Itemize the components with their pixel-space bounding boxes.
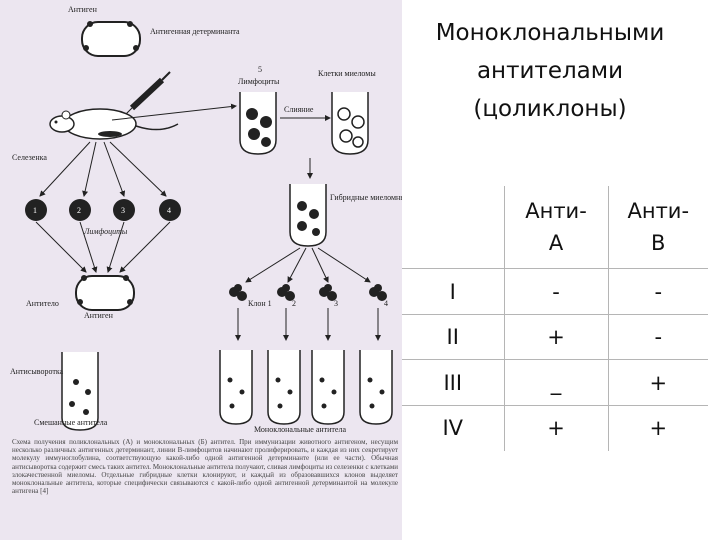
row-label-cell: I	[402, 269, 504, 315]
lymphocyte-number: 2	[77, 206, 81, 215]
monoclonal-tubes	[220, 350, 392, 424]
table-row: II + -	[402, 314, 708, 360]
lymphocyte-number: 4	[167, 206, 171, 215]
table-row: IV + +	[402, 405, 708, 451]
number-five-label: 5	[258, 65, 262, 74]
results-table: Анти- А Анти- В I - - II + - III _ + IV …	[402, 186, 708, 451]
antibody-production-figure: Антиген Антигенная детерминанта Селезенк…	[0, 0, 402, 540]
antigen-top-label: Антиген	[68, 5, 98, 14]
row-label-cell: IV	[402, 405, 504, 451]
table-row: I - -	[402, 269, 708, 315]
monoclonal-antibodies-label: Моноклональные антитела	[254, 425, 346, 434]
lymphocytes-top-label: Лимфоциты	[238, 77, 280, 86]
myeloma-cells-label: Клетки миеломы	[318, 69, 376, 78]
fusion-label: Слияние	[284, 105, 314, 114]
spleen-label: Селезенка	[12, 153, 47, 162]
table-cell: +	[608, 360, 708, 406]
clone-1-label: Клон 1	[248, 299, 272, 308]
table-cell: +	[504, 314, 608, 360]
table-header-cell: Анти- В	[608, 186, 708, 269]
lymphocyte-number: 3	[121, 206, 125, 215]
syringe-icon	[126, 72, 170, 114]
table-header-cell: Анти- А	[504, 186, 608, 269]
antigen-bottom	[76, 276, 134, 310]
slide-title: Моноклональными антителами (цоликлоны)	[400, 14, 700, 128]
row-label-cell: II	[402, 314, 504, 360]
determinant-label: Антигенная детерминанта	[150, 27, 240, 36]
clone-4-label: 4	[384, 299, 388, 308]
hybrid-cells-label: Гибридные миеломные клетки	[330, 193, 402, 202]
figure-caption: Схема получения поликлональных (А) и мон…	[12, 438, 398, 538]
clone-3-label: 3	[334, 299, 338, 308]
table-cell: _	[504, 360, 608, 406]
row-label-cell: III	[402, 360, 504, 406]
clone-2-label: 2	[292, 299, 296, 308]
antiserum-label: Антисыворотка	[10, 367, 64, 376]
antigen-top	[82, 22, 140, 56]
table-cell: +	[608, 405, 708, 451]
mouse-icon	[50, 109, 178, 139]
antibody-scheme-diagram: Антиген Антигенная детерминанта Селезенк…	[0, 0, 402, 440]
mixed-antibodies-label: Смешанные антитела	[34, 418, 108, 427]
hybrid-tube	[290, 184, 326, 246]
antibody-label: Антитело	[26, 299, 59, 308]
table-header-row: Анти- А Анти- В	[402, 186, 708, 269]
lymphocyte-number: 1	[33, 206, 37, 215]
lymphocyte-cells: 1 2 3 4	[25, 199, 181, 221]
table-cell: +	[504, 405, 608, 451]
table-row: III _ +	[402, 360, 708, 406]
table-cell: -	[608, 269, 708, 315]
table-header-cell	[402, 186, 504, 269]
table-cell: -	[608, 314, 708, 360]
table-cell: -	[504, 269, 608, 315]
antigen-bottom-label: Антиген	[84, 311, 114, 320]
